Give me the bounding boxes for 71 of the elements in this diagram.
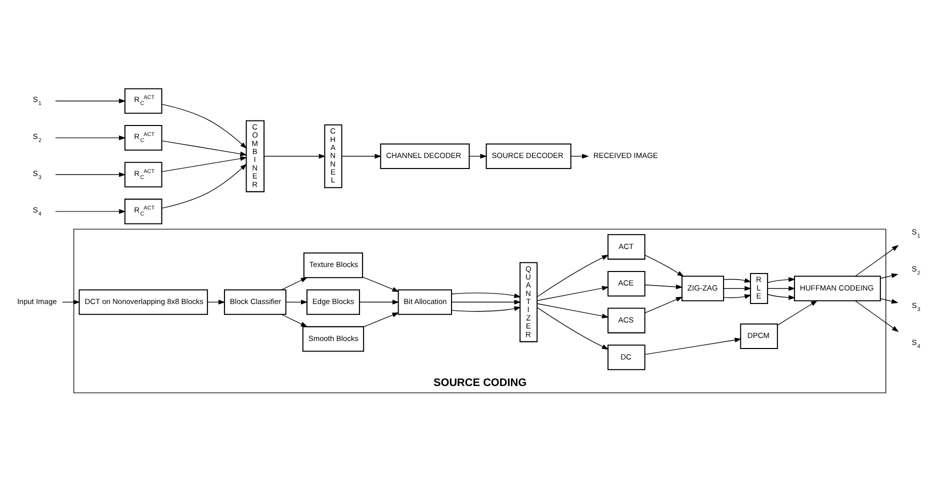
arrow: [723, 294, 752, 298]
arrow: [451, 292, 522, 298]
arrow: [644, 337, 742, 354]
arrow: [162, 163, 247, 208]
arrow: [855, 244, 899, 276]
arrow: [767, 286, 796, 290]
node-box: ACS: [607, 307, 646, 333]
arrow: [62, 299, 80, 304]
arrow: [468, 153, 488, 158]
arrow: [451, 299, 522, 304]
arrow: [644, 296, 683, 313]
node-text: S$_{4}$: [912, 337, 920, 350]
arrow: [207, 299, 226, 304]
arrow: [644, 284, 683, 289]
arrow: [570, 153, 589, 158]
arrow: [162, 103, 247, 148]
arrow: [264, 153, 326, 158]
node-text: RECEIVED IMAGE: [593, 150, 658, 160]
node-box: ZIG-ZAG: [681, 275, 724, 301]
arrow: [362, 276, 400, 292]
arrow: [536, 306, 609, 350]
node-box: Block Classifier: [224, 288, 286, 314]
node-text: Input Image: [17, 296, 57, 306]
arrow: [281, 314, 308, 326]
arrow: [359, 299, 400, 304]
node-text: S$_{2}$: [912, 264, 920, 276]
arrow: [286, 299, 308, 304]
node-text: S$_{4}$: [32, 205, 42, 218]
arrow: [880, 298, 898, 304]
arrow: [723, 286, 752, 290]
node-box: QUANTIZER: [520, 262, 538, 342]
node-box: Bit Allocation: [398, 288, 452, 314]
node-box: Edge Blocks: [306, 288, 360, 314]
arrow: [767, 294, 796, 300]
node-box: ACT: [607, 234, 646, 260]
arrow: [451, 306, 522, 312]
arrow: [55, 98, 126, 103]
node-text: S$_{2}$: [32, 132, 42, 144]
arrow: [55, 134, 126, 140]
arrow: [363, 312, 400, 327]
node-text: S$_{1}$: [912, 227, 920, 239]
node-box: ACE: [607, 270, 646, 296]
node-text: S$_{1}$: [32, 94, 42, 107]
arrow: [880, 272, 898, 278]
arrow: [281, 276, 308, 290]
arrow: [644, 254, 684, 276]
node-box: SOURCE DECODER: [486, 142, 572, 169]
arrow: [55, 208, 126, 214]
arrow: [55, 172, 126, 177]
arrow: [855, 300, 899, 332]
node-box: DCT on Nonoverlapping 8x8 Blocks: [78, 288, 208, 314]
node-box: DPCM: [740, 322, 778, 349]
node-box: COMBINER: [246, 120, 265, 192]
node-box: RLE: [750, 272, 768, 304]
arrow: [767, 276, 796, 282]
arrow: [777, 300, 818, 325]
arrow: [536, 302, 609, 318]
node-box: Smooth Blocks: [302, 326, 364, 352]
arrow: [536, 285, 609, 300]
node-box: Texture Blocks: [303, 252, 364, 278]
arrow: [536, 254, 609, 297]
node-box: DC: [607, 344, 646, 370]
node-text: S$_{3}$: [32, 168, 42, 180]
arrow: [161, 156, 248, 172]
node-box: CHANNEL DECODER: [380, 142, 470, 169]
node-box: CHANNEL: [324, 124, 342, 188]
arrow: [723, 278, 752, 282]
arrow: [342, 153, 382, 158]
node-text: S$_{3}$: [912, 300, 920, 313]
arrow: [161, 140, 248, 156]
node-box: HUFFMAN CODEING: [794, 275, 881, 301]
